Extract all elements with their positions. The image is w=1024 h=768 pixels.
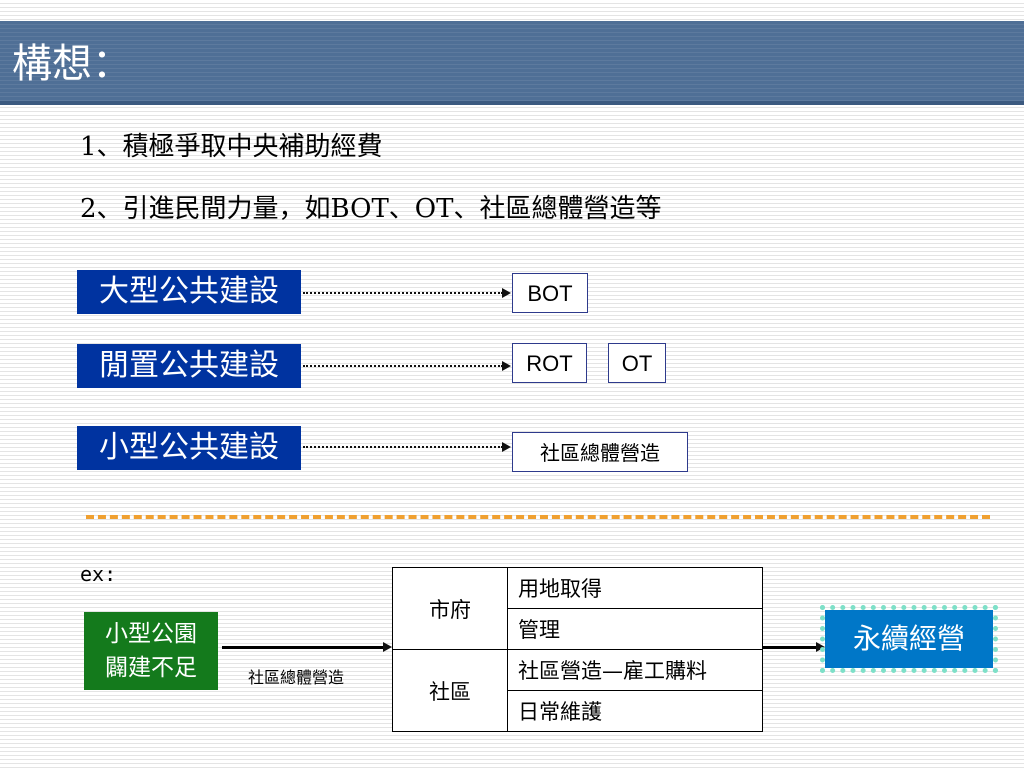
arrowhead-3-icon bbox=[502, 442, 511, 452]
task-cell: 日常維護 bbox=[507, 690, 763, 732]
problem-line-2: 闢建不足 bbox=[105, 655, 197, 681]
goal-box: 永續經營 bbox=[820, 605, 998, 673]
role-table: 市府 用地取得 管理 社區 社區營造—雇工購料 日常維護 bbox=[392, 567, 763, 732]
model-community-building: 社區總體營造 bbox=[512, 432, 688, 472]
arrowhead-2-icon bbox=[502, 361, 511, 371]
model-ot: OT bbox=[608, 343, 666, 383]
bullet-1: 1、積極爭取中央補助經費 bbox=[80, 132, 383, 162]
method-label: 社區總體營造 bbox=[248, 668, 345, 687]
table-row: 日常維護 bbox=[393, 690, 763, 732]
problem-box: 小型公園 闢建不足 bbox=[84, 612, 218, 690]
dotted-arrow-1 bbox=[303, 292, 503, 294]
task-cell: 用地取得 bbox=[507, 567, 763, 609]
dotted-arrow-3 bbox=[303, 446, 503, 448]
table-row: 市府 用地取得 bbox=[392, 567, 763, 650]
flow-arrowhead-right-icon bbox=[816, 642, 825, 652]
flow-line-right bbox=[763, 646, 817, 649]
page-title: 構想： bbox=[12, 41, 132, 87]
title-bar bbox=[0, 21, 1024, 105]
example-label: ex: bbox=[80, 562, 117, 586]
category-small-public: 小型公共建設 bbox=[77, 426, 301, 470]
party-city: 市府 bbox=[392, 567, 508, 650]
task-cell: 管理 bbox=[507, 608, 763, 650]
flow-arrowhead-left-icon bbox=[383, 642, 392, 652]
task-cell: 社區營造—雇工購料 bbox=[507, 649, 763, 691]
model-rot: ROT bbox=[512, 343, 587, 383]
table-row: 管理 bbox=[393, 608, 763, 650]
flow-line-left bbox=[222, 646, 384, 649]
table-row: 社區 社區營造—雇工購料 bbox=[392, 649, 763, 732]
section-separator bbox=[86, 515, 990, 519]
category-large-public: 大型公共建設 bbox=[77, 270, 301, 314]
problem-line-1: 小型公園 bbox=[105, 621, 197, 647]
arrowhead-1-icon bbox=[502, 288, 511, 298]
dotted-arrow-2 bbox=[303, 365, 503, 367]
bullet-2: 2、引進民間力量，如BOT、OT、社區總體營造等 bbox=[80, 194, 662, 224]
model-bot: BOT bbox=[512, 273, 588, 313]
category-idle-public: 閒置公共建設 bbox=[77, 344, 301, 388]
party-community: 社區 bbox=[392, 649, 508, 732]
